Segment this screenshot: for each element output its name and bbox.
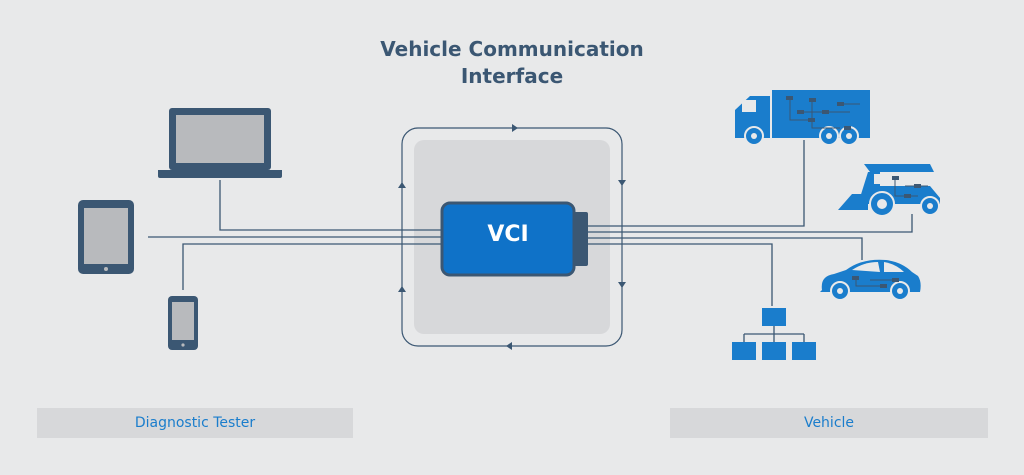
laptop-icon bbox=[158, 108, 282, 178]
combine-harvester-icon bbox=[838, 164, 940, 217]
tablet-icon bbox=[78, 200, 134, 274]
title-line-1: Vehicle Communication bbox=[380, 37, 644, 61]
truck-icon bbox=[735, 90, 870, 146]
tester-connections bbox=[148, 180, 442, 290]
vci-device bbox=[440, 201, 588, 277]
diagnostic-tester-label: Diagnostic Tester bbox=[37, 408, 353, 438]
smartphone-icon bbox=[168, 296, 198, 350]
network-hierarchy-icon bbox=[732, 308, 816, 360]
car-icon bbox=[820, 259, 921, 301]
vci-label: VCI bbox=[487, 222, 529, 247]
title-line-2: Interface bbox=[460, 64, 564, 88]
vehicle-connections bbox=[588, 140, 913, 306]
diagram-title: Vehicle Communication Interface bbox=[300, 36, 724, 90]
vehicle-label: Vehicle bbox=[670, 408, 988, 438]
